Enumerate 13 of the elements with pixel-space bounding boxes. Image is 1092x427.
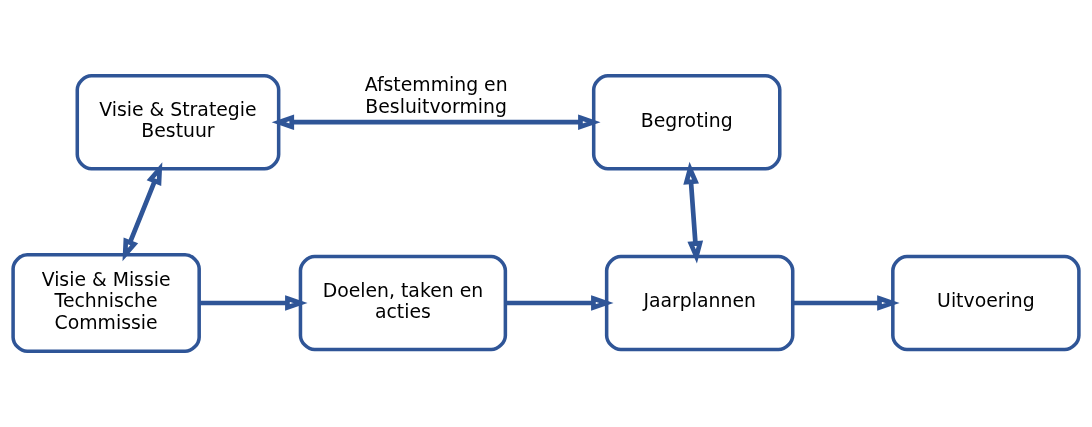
node-box: Visie & Strategie Bestuur: [75, 73, 281, 171]
arrow: [505, 295, 614, 311]
node-box: Uitvoering: [891, 254, 1081, 352]
node-box: Jaarplannen: [604, 254, 795, 352]
arrow: [271, 114, 601, 131]
edge-label: Afstemming en Besluitvorming: [364, 74, 508, 117]
node-box: Visie & Missie Technische Commissie: [11, 252, 201, 354]
node-box: Doelen, taken en acties: [298, 254, 508, 352]
arrow: [122, 162, 163, 262]
arrow: [199, 295, 308, 311]
arrow: [793, 295, 900, 311]
arrow: [683, 161, 704, 264]
node-box: Begroting: [591, 73, 782, 171]
